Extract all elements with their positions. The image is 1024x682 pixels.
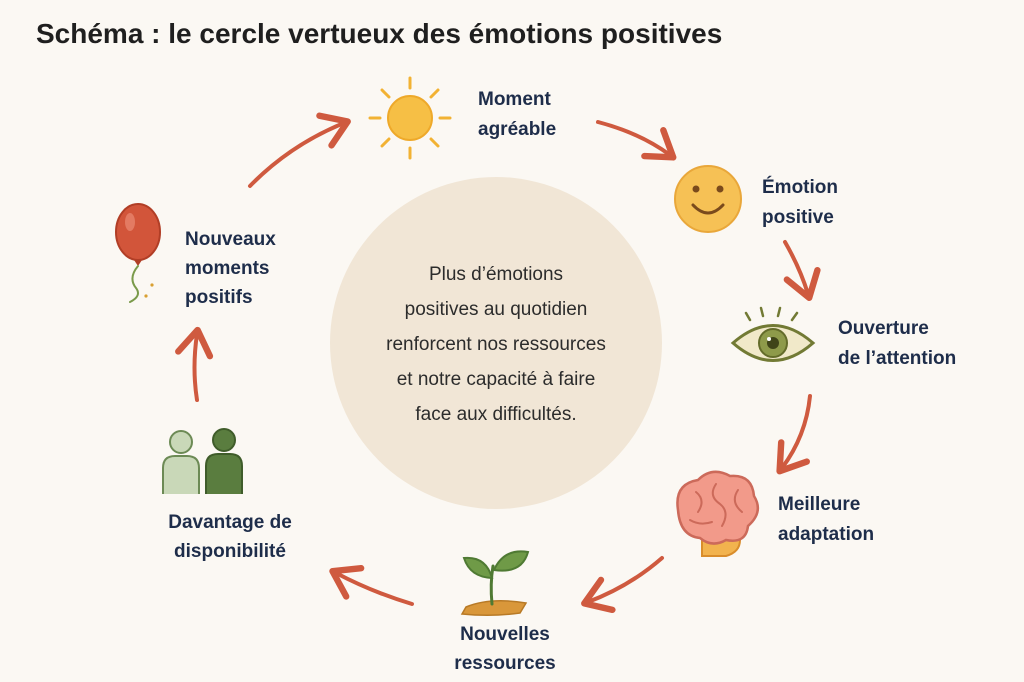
node-nouvelles-ressources: Nouvelles ressources (454, 550, 556, 674)
arrow (596, 120, 677, 161)
center-text-line: Plus d’émotions (429, 264, 563, 285)
center-text-line: positives au quotidien (405, 299, 588, 320)
node-emotion-positive: Émotion positive (674, 165, 838, 233)
arrow (248, 112, 351, 188)
eye-icon (730, 306, 816, 362)
node-label: Ouverture (838, 318, 929, 339)
balloon-icon (115, 203, 161, 303)
arrow (581, 556, 664, 614)
node-label: Davantage de (168, 512, 292, 533)
center-circle (330, 177, 662, 509)
people-icon (162, 428, 243, 494)
arrow (329, 564, 414, 606)
cycle-arrows (175, 112, 821, 614)
center-text-line: et notre capacité à faire (397, 369, 596, 390)
node-label: agréable (478, 119, 556, 140)
node-ouverture-attention: Ouverture de l’attention (730, 306, 956, 369)
node-label: Émotion (762, 176, 838, 198)
arrow (776, 394, 812, 475)
arrow (783, 240, 821, 302)
node-label: disponibilité (174, 541, 286, 562)
node-label: Meilleure (778, 494, 860, 515)
node-label: ressources (454, 653, 555, 674)
center-text-line: face aux difficultés. (415, 404, 576, 425)
diagram-title: Schéma : le cercle vertueux des émotions… (36, 18, 722, 49)
node-label: Nouvelles (460, 624, 550, 645)
center-text-line: renforcent nos ressources (386, 334, 606, 355)
brain-icon (676, 470, 760, 557)
node-label: moments (185, 258, 269, 279)
arrow (175, 326, 214, 402)
node-label: Nouveaux (185, 229, 276, 250)
node-davantage-disponibilite: Davantage de disponibilité (162, 428, 292, 562)
node-label: positive (762, 207, 834, 228)
sun-icon (368, 76, 452, 160)
node-label: positifs (185, 287, 253, 308)
node-label: de l’attention (838, 348, 956, 369)
node-nouveaux-moments: Nouveaux moments positifs (115, 203, 276, 308)
smiley-icon (674, 165, 742, 233)
sprout-icon (460, 550, 530, 617)
node-label: adaptation (778, 524, 874, 545)
node-label: Moment (478, 89, 552, 110)
node-moment-agreable: Moment agréable (368, 76, 556, 160)
center-text: Plus d’émotions positives au quotidien r… (386, 264, 606, 425)
node-meilleure-adaptation: Meilleure adaptation (676, 470, 874, 557)
